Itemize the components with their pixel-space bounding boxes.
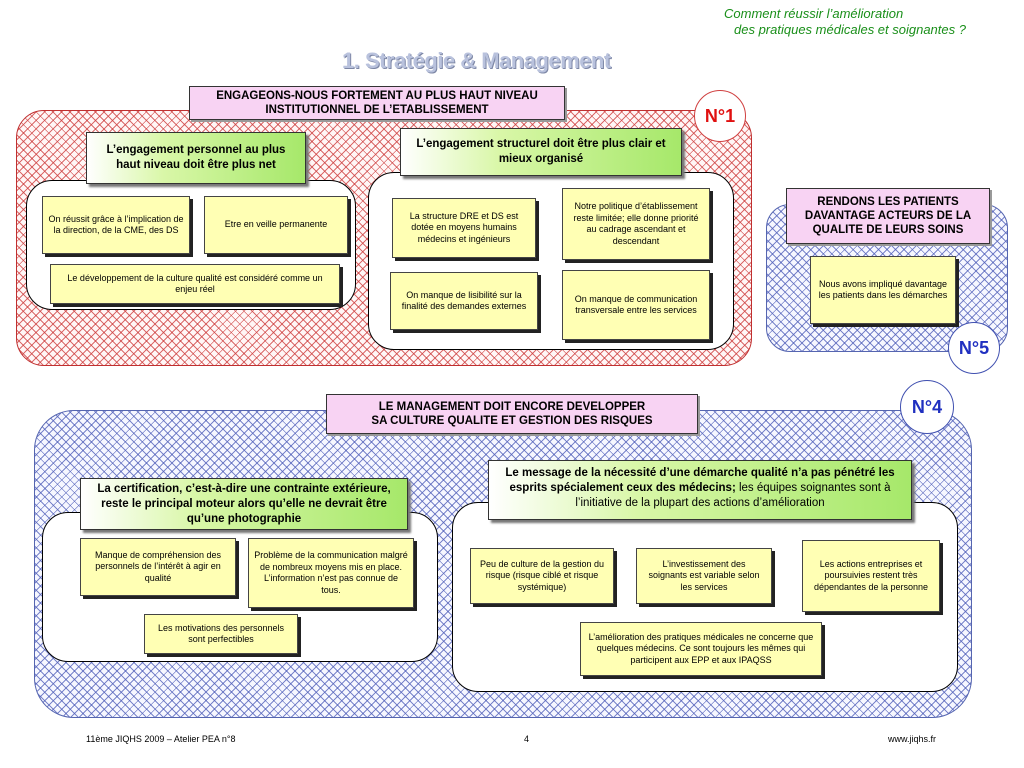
note-quality-understanding: Manque de compréhension des personnels d… <box>80 538 236 596</box>
footer-page-number: 4 <box>524 734 530 744</box>
section-1-badge: N°1 <box>694 90 746 142</box>
note-staff-motivation: Les motivations des personnels sont perf… <box>144 614 298 654</box>
section-1-heading-line1: ENGAGEONS-NOUS FORTEMENT AU PLUS HAUT NI… <box>216 90 538 102</box>
note-patients-involved: Nous avons impliqué davantage les patien… <box>810 256 956 324</box>
section-5-badge: N°5 <box>948 322 1000 374</box>
note-permanent-watch: Etre en veille permanente <box>204 196 348 254</box>
section-4-message-bold: Le message de la nécessité d’une démarch… <box>505 467 895 494</box>
note-dre-ds-structure: La structure DRE et DS est dotée en moye… <box>392 198 536 258</box>
footer-website: www.jiqhs.fr <box>888 734 937 744</box>
section-4-message: Le message de la nécessité d’une démarch… <box>488 460 912 520</box>
section-4-heading: LE MANAGEMENT DOIT ENCORE DEVELOPPER SA … <box>326 394 698 434</box>
header-question-line1: Comment réussir l’amélioration <box>724 6 904 21</box>
section-1-heading: ENGAGEONS-NOUS FORTEMENT AU PLUS HAUT NI… <box>189 86 565 120</box>
footer-left: 11ème JIQHS 2009 – Atelier PEA n°8 <box>86 734 236 744</box>
section-1-heading-line2: INSTITUTIONNEL DE L’ETABLISSEMENT <box>265 104 489 116</box>
section-4-badge: N°4 <box>900 380 954 434</box>
section-4-message-normal: les équipes soignantes sont à l’initiati… <box>575 482 891 509</box>
section-4-heading-line1: LE MANAGEMENT DOIT ENCORE DEVELOPPER <box>378 401 646 413</box>
note-external-requests: On manque de lisibilité sur la finalité … <box>390 272 538 330</box>
header-question-line2: des pratiques médicales et soignantes ? <box>734 22 966 37</box>
note-risk-culture: Peu de culture de la gestion du risque (… <box>470 548 614 604</box>
note-medical-practices: L’amélioration des pratiques médicales n… <box>580 622 822 676</box>
section-1-personal-engagement: L’engagement personnel au plus haut nive… <box>86 132 306 184</box>
note-quality-culture: Le développement de la culture qualité e… <box>50 264 340 304</box>
note-caregiver-investment: L’investissement des soignants est varia… <box>636 548 772 604</box>
section-4-heading-line2: SA CULTURE QUALITE ET GESTION DES RISQUE… <box>371 415 653 427</box>
section-4-certification: La certification, c’est-à-dire une contr… <box>80 478 408 530</box>
page-title: 1. Stratégie & Management <box>342 48 611 73</box>
note-actions-depend-person: Les actions entreprises et poursuivies r… <box>802 540 940 612</box>
note-limited-policy: Notre politique d’établissement reste li… <box>562 188 710 260</box>
section-5-heading: RENDONS LES PATIENTS DAVANTAGE ACTEURS D… <box>786 188 990 244</box>
note-direction-involvement: On réussit grâce à l’implication de la d… <box>42 196 190 254</box>
note-transversal-communication: On manque de communication transversale … <box>562 270 710 340</box>
note-communication-problem: Problème de la communication malgré de n… <box>248 538 414 608</box>
section-1-structural-engagement: L’engagement structurel doit être plus c… <box>400 128 682 176</box>
